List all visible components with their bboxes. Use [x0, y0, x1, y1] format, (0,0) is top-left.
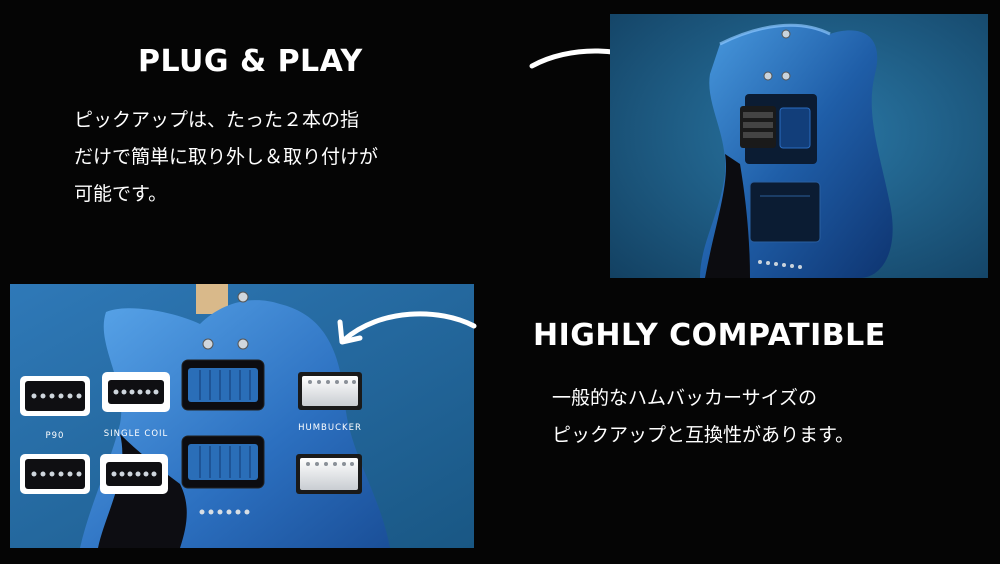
highly-compatible-title: HIGHLY COMPATIBLE [533, 318, 886, 353]
pickup-compatibility-photo: P90 SINGLE COIL HUMBUCKER [10, 284, 474, 548]
p90-pickup-top [20, 376, 90, 416]
p90-label: P90 [46, 431, 65, 441]
plug-and-play-line-3: 可能です。 [74, 183, 168, 205]
plug-and-play-line-2: だけで簡単に取り外し＆取り付けが [74, 146, 379, 168]
plug-and-play-line-1: ピックアップは、たった２本の指 [74, 109, 360, 131]
highly-compatible-description: 一般的なハムバッカーサイズの ピックアップと互換性があります。 [552, 380, 854, 454]
guitar-cavity-photo [610, 14, 988, 278]
curved-arrow-left-icon [330, 300, 480, 352]
humbucker-label: HUMBUCKER [298, 423, 362, 433]
compatible-line-1: 一般的なハムバッカーサイズの [552, 387, 818, 409]
compatible-line-2: ピックアップと互換性があります。 [552, 424, 855, 446]
single-coil-pickup-bottom [100, 454, 168, 494]
single-coil-label: SINGLE COIL [104, 429, 169, 439]
humbucker-pickup-top [298, 372, 362, 410]
p90-pickup-bottom [20, 454, 90, 494]
plug-and-play-title: PLUG & PLAY [138, 44, 363, 79]
single-coil-pickup-top [102, 372, 170, 412]
plug-and-play-description: ピックアップは、たった２本の指 だけで簡単に取り外し＆取り付けが 可能です。 [74, 102, 378, 213]
humbucker-pickup-bottom [296, 454, 362, 494]
